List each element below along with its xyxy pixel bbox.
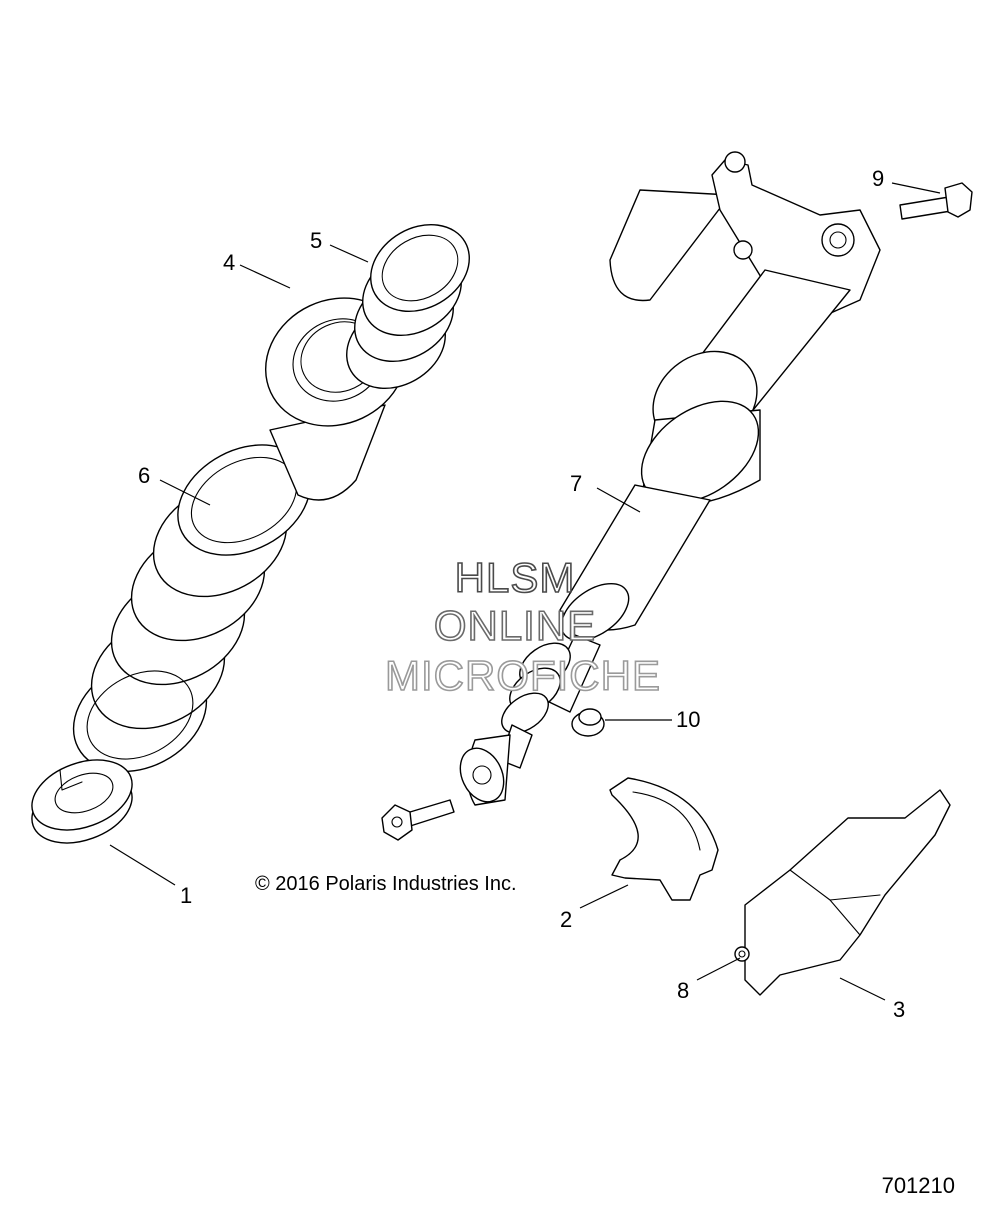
bracket-clamp: [609, 777, 719, 901]
flange-nut: [571, 708, 605, 737]
coil-spring-upper: [346, 223, 470, 390]
figure-number: 701210: [882, 1173, 955, 1198]
guard-fastener: [734, 946, 750, 962]
upper-mounting-bolt: [899, 182, 973, 220]
watermark-line-3: MICROFICHE: [385, 652, 661, 699]
shock-body: [459, 151, 881, 806]
callout-8: 8: [677, 978, 689, 1003]
shock-guard: [744, 789, 951, 996]
lower-mounting-bolt: [381, 799, 455, 841]
callout-5: 5: [310, 228, 322, 253]
lower-spring-seat: [31, 759, 133, 844]
leader-lines: [109, 182, 941, 1001]
callout-9: 9: [872, 166, 884, 191]
watermark-line-1: HLSM: [455, 554, 576, 601]
callout-10: 10: [676, 707, 700, 732]
callout-6: 6: [138, 463, 150, 488]
callout-2: 2: [560, 907, 572, 932]
copyright-text: © 2016 Polaris Industries Inc.: [255, 873, 517, 895]
callout-4: 4: [223, 250, 235, 275]
callout-3: 3: [893, 997, 905, 1022]
watermark-line-2: ONLINE: [434, 602, 596, 649]
callout-1: 1: [180, 883, 192, 908]
coil-spring-main: [72, 444, 311, 773]
callout-7: 7: [570, 471, 582, 496]
